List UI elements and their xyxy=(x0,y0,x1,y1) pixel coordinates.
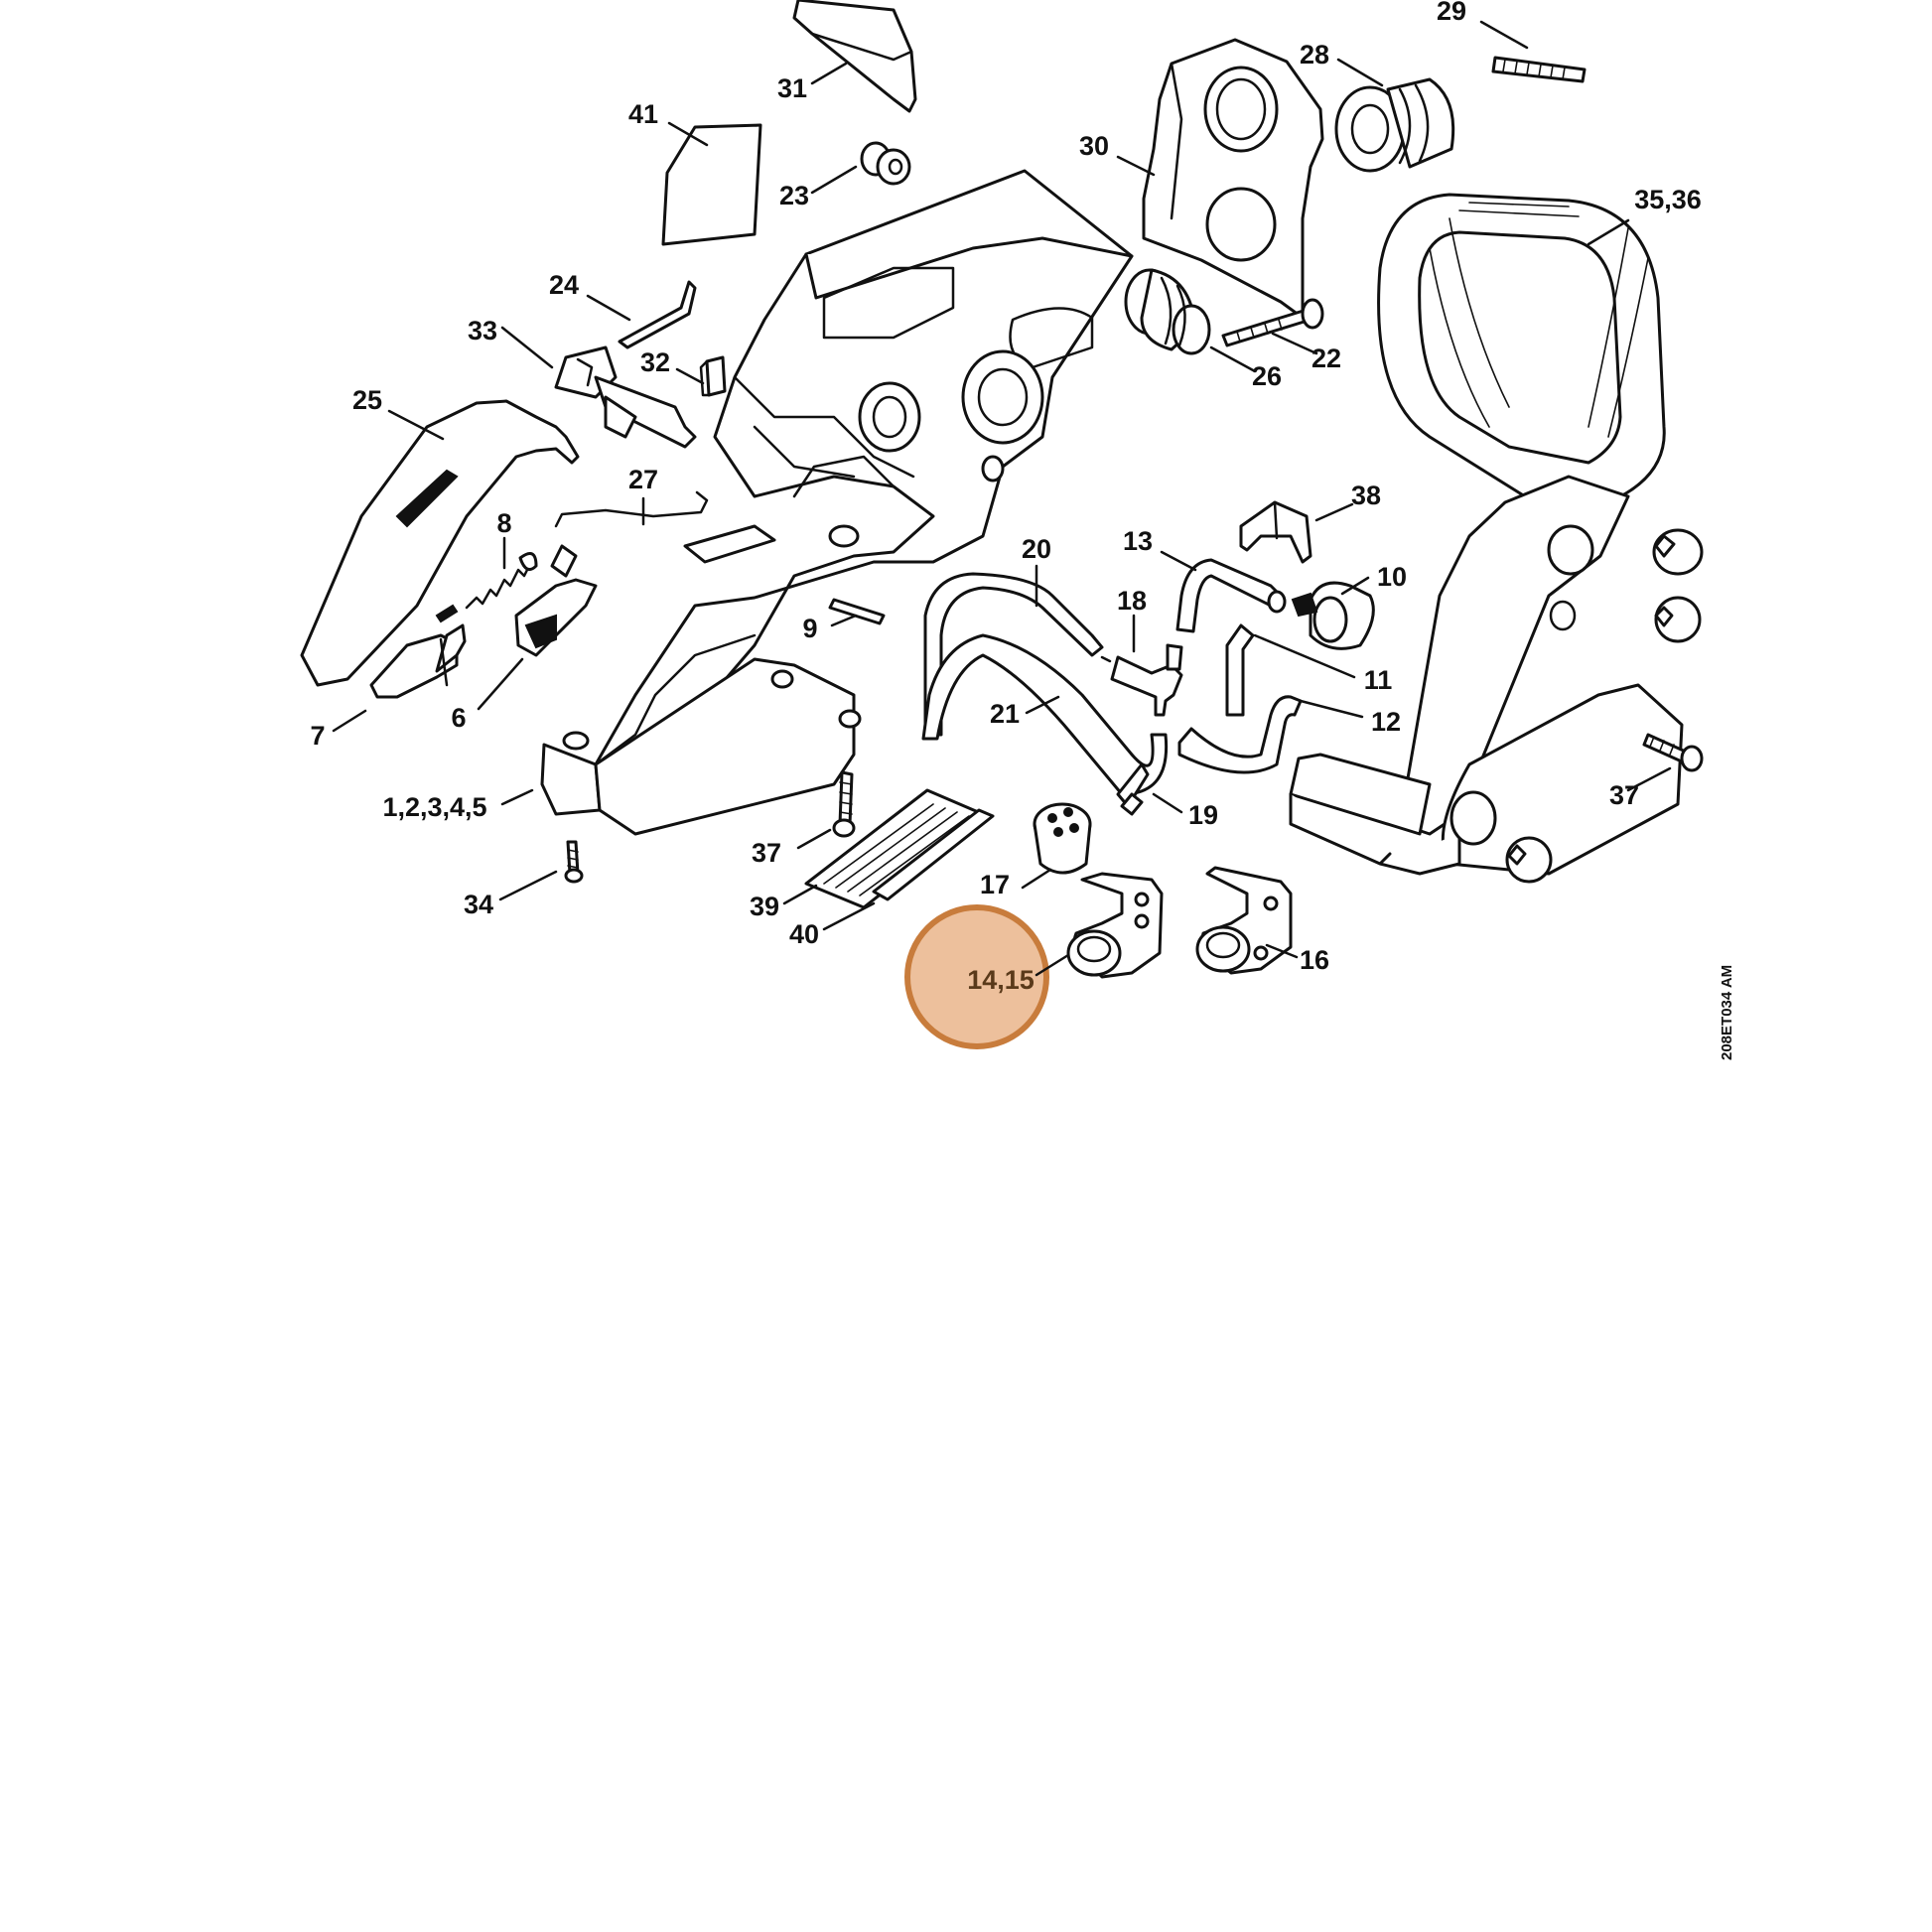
callout-24[interactable]: 24 xyxy=(549,270,579,300)
callout-31[interactable]: 31 xyxy=(777,73,807,103)
callout-19[interactable]: 19 xyxy=(1188,800,1218,830)
callout-32[interactable]: 32 xyxy=(640,347,670,377)
callout-34[interactable]: 34 xyxy=(464,890,493,919)
callout-6[interactable]: 6 xyxy=(451,703,466,733)
leader-lines xyxy=(332,20,1672,977)
part-31[interactable] xyxy=(792,0,917,113)
part-24[interactable] xyxy=(618,280,697,349)
callout-17[interactable]: 17 xyxy=(980,870,1010,899)
part-21[interactable] xyxy=(921,633,1169,796)
part-9[interactable] xyxy=(828,598,886,625)
callout-30[interactable]: 30 xyxy=(1079,131,1109,161)
callout-labels: 29 31 28 41 30 23 35,36 24 33 22 32 26 2… xyxy=(310,0,1701,975)
part-41[interactable] xyxy=(661,123,762,246)
part-11[interactable] xyxy=(1225,623,1255,717)
part-37-left[interactable] xyxy=(832,770,856,838)
part-14-15[interactable] xyxy=(1066,872,1164,979)
callout-28[interactable]: 28 xyxy=(1300,40,1329,69)
part-25[interactable] xyxy=(300,399,580,687)
callout-16[interactable]: 16 xyxy=(1300,945,1329,975)
part-1-5-housing[interactable] xyxy=(540,169,1134,836)
callout-7[interactable]: 7 xyxy=(310,721,325,751)
callout-21[interactable]: 21 xyxy=(990,699,1020,729)
knob-right-lower xyxy=(1505,836,1553,884)
part-7[interactable] xyxy=(369,623,467,699)
part-26[interactable] xyxy=(1124,268,1211,355)
callout-12[interactable]: 12 xyxy=(1371,707,1401,737)
part-38[interactable] xyxy=(1239,500,1312,564)
part-23[interactable] xyxy=(860,141,911,186)
part-17[interactable] xyxy=(1033,802,1092,875)
part-22[interactable] xyxy=(1221,298,1324,347)
callout-22[interactable]: 22 xyxy=(1311,344,1341,373)
part-29[interactable] xyxy=(1491,56,1587,83)
callout-29[interactable]: 29 xyxy=(1437,0,1466,26)
drawing-code: 208ET034 AM xyxy=(1719,965,1735,1060)
callout-35-36[interactable]: 35,36 xyxy=(1634,185,1702,214)
callout-33[interactable]: 33 xyxy=(468,316,497,345)
part-34[interactable] xyxy=(564,840,584,884)
part-19[interactable] xyxy=(1116,762,1150,816)
callout-41[interactable]: 41 xyxy=(628,99,658,129)
part-27[interactable] xyxy=(554,490,709,528)
part-40[interactable] xyxy=(823,803,995,901)
callout-8[interactable]: 8 xyxy=(496,508,511,538)
callout-11[interactable]: 11 xyxy=(1364,665,1393,695)
highlight-label: 14,15 xyxy=(967,965,1035,995)
callout-1-5[interactable]: 1,2,3,4,5 xyxy=(382,792,486,822)
callout-25[interactable]: 25 xyxy=(352,385,382,415)
part-10[interactable] xyxy=(1291,581,1375,650)
part-20[interactable] xyxy=(923,572,1104,737)
highlight-marker-14-15[interactable]: 14,15 xyxy=(904,904,1049,1049)
part-12[interactable] xyxy=(1177,695,1303,774)
part-33[interactable] xyxy=(554,345,697,449)
part-8[interactable] xyxy=(435,552,538,623)
highlight-circle xyxy=(904,904,1049,1049)
part-32[interactable] xyxy=(699,355,727,397)
callout-23[interactable]: 23 xyxy=(779,181,809,210)
knob-right-upper xyxy=(1652,528,1704,576)
callout-27[interactable]: 27 xyxy=(628,465,658,494)
part-13[interactable] xyxy=(1175,558,1287,633)
callout-9[interactable]: 9 xyxy=(802,614,817,643)
callout-20[interactable]: 20 xyxy=(1022,534,1051,564)
callout-13[interactable]: 13 xyxy=(1123,526,1153,556)
callout-39[interactable]: 39 xyxy=(750,892,779,921)
callout-10[interactable]: 10 xyxy=(1377,562,1407,592)
knob-right-middle xyxy=(1654,596,1702,643)
part-18[interactable] xyxy=(1100,643,1183,717)
part-35-36-handlebar[interactable] xyxy=(1289,193,1684,876)
part-16[interactable] xyxy=(1195,866,1293,975)
part-6[interactable] xyxy=(514,544,598,657)
part-28[interactable] xyxy=(1334,77,1455,173)
callout-18[interactable]: 18 xyxy=(1117,586,1147,616)
callout-37-left[interactable]: 37 xyxy=(752,838,781,868)
callout-38[interactable]: 38 xyxy=(1351,481,1381,510)
callout-26[interactable]: 26 xyxy=(1252,361,1282,391)
callout-37-right[interactable]: 37 xyxy=(1609,780,1639,810)
part-37-right[interactable] xyxy=(1642,733,1704,772)
part-30[interactable] xyxy=(1142,38,1324,320)
callout-40[interactable]: 40 xyxy=(789,919,819,949)
